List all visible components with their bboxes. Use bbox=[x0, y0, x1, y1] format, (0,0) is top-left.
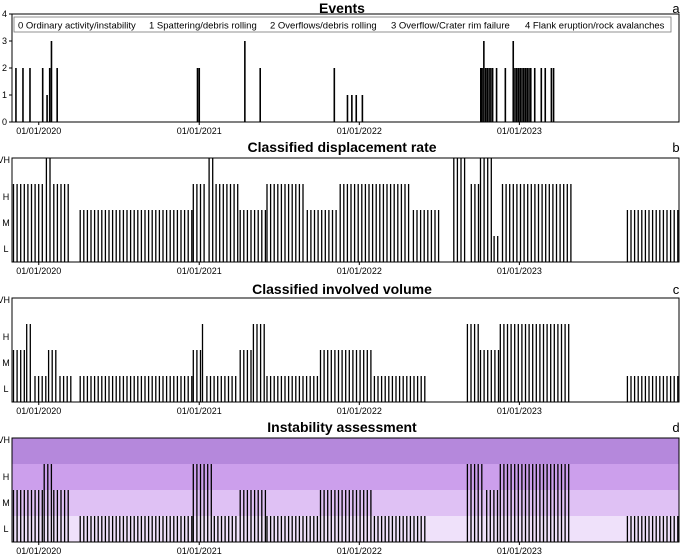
x-tick-label: 01/01/2020 bbox=[16, 406, 61, 416]
panel-b-yaxis: L M H VH bbox=[0, 155, 10, 254]
panel-events: Events a 0 Ordinary activity/instability… bbox=[2, 0, 680, 136]
legend-entry: 1 Spattering/debris rolling bbox=[149, 21, 257, 32]
x-tick-label: 01/01/2020 bbox=[16, 546, 61, 555]
y-tick-label: 2 bbox=[2, 63, 7, 73]
band-vh bbox=[12, 438, 679, 464]
y-tick-label: 4 bbox=[2, 9, 7, 19]
panel-instability: Instability assessment d L M H VH 01/01/202… bbox=[0, 419, 680, 555]
x-tick-label: 01/01/2022 bbox=[337, 406, 382, 416]
panel-a-yaxis: 0 1 2 3 4 bbox=[2, 9, 12, 127]
x-tick-label: 01/01/2021 bbox=[177, 406, 222, 416]
panel-d-yaxis: L M H VH bbox=[0, 435, 10, 534]
y-tick-label: H bbox=[3, 472, 10, 482]
panel-a-letter: a bbox=[672, 1, 680, 16]
panel-volume: Classified involved volume c L M H VH 01/01… bbox=[0, 281, 680, 416]
y-tick-label: 0 bbox=[2, 117, 7, 127]
panel-a-title: Events bbox=[319, 0, 365, 16]
x-tick-label: 01/01/2023 bbox=[497, 266, 542, 276]
x-tick-label: 01/01/2023 bbox=[497, 126, 542, 136]
panel-b-frame bbox=[11, 157, 680, 263]
panel-b-bars bbox=[12, 158, 679, 262]
y-tick-label: M bbox=[2, 218, 10, 228]
y-tick-label: H bbox=[3, 332, 10, 342]
panel-b-xaxis: 01/01/2020 01/01/2021 01/01/2022 01/01/2023 bbox=[16, 262, 542, 276]
y-tick-label: 1 bbox=[2, 90, 7, 100]
panel-b-title: Classified displacement rate bbox=[247, 139, 436, 155]
x-tick-label: 01/01/2021 bbox=[177, 126, 222, 136]
y-tick-label: L bbox=[3, 384, 8, 394]
x-tick-label: 01/01/2022 bbox=[337, 126, 382, 136]
panel-a-bars bbox=[15, 41, 555, 122]
x-tick-label: 01/01/2021 bbox=[177, 546, 222, 555]
x-tick-label: 01/01/2022 bbox=[337, 546, 382, 555]
x-tick-label: 01/01/2020 bbox=[16, 126, 61, 136]
legend-entry: 3 Overflow/Crater rim failure bbox=[391, 21, 510, 32]
panel-d-xaxis: 01/01/2020 01/01/2021 01/01/2022 01/01/2023 bbox=[16, 542, 542, 555]
y-tick-label: H bbox=[3, 192, 10, 202]
panel-a-xaxis: 01/01/2020 01/01/2021 01/01/2022 01/01/2023 bbox=[16, 122, 542, 136]
x-tick-label: 01/01/2023 bbox=[497, 406, 542, 416]
y-tick-label: 3 bbox=[2, 36, 7, 46]
x-tick-label: 01/01/2020 bbox=[16, 266, 61, 276]
band-h bbox=[12, 464, 679, 490]
legend-entry: 2 Overflows/debris rolling bbox=[270, 21, 377, 32]
panel-c-letter: c bbox=[673, 282, 680, 297]
x-tick-label: 01/01/2021 bbox=[177, 266, 222, 276]
legend-entry: 4 Flank eruption/rock avalanches bbox=[525, 21, 665, 32]
panel-a-legend: 0 Ordinary activity/instability 1 Spatter… bbox=[13, 16, 672, 33]
panel-c-bars bbox=[12, 324, 679, 402]
panel-d-bars bbox=[12, 464, 679, 542]
y-tick-label: L bbox=[3, 244, 8, 254]
panel-d-title: Instability assessment bbox=[267, 419, 417, 435]
panel-b-letter: b bbox=[672, 140, 679, 155]
x-tick-label: 01/01/2022 bbox=[337, 266, 382, 276]
y-tick-label: VH bbox=[0, 295, 10, 305]
legend-box bbox=[13, 16, 672, 33]
x-tick-label: 01/01/2023 bbox=[497, 546, 542, 555]
y-tick-label: M bbox=[2, 498, 10, 508]
legend-entry: 0 Ordinary activity/instability bbox=[18, 21, 136, 32]
panel-displacement: Classified displacement rate b L M H VH 01/… bbox=[0, 139, 680, 276]
y-tick-label: VH bbox=[0, 155, 10, 165]
panel-c-yaxis: L M H VH bbox=[0, 295, 10, 394]
panel-c-xaxis: 01/01/2020 01/01/2021 01/01/2022 01/01/2023 bbox=[16, 402, 542, 416]
panel-d-letter: d bbox=[672, 420, 679, 435]
y-tick-label: VH bbox=[0, 435, 10, 445]
panel-c-title: Classified involved volume bbox=[252, 281, 432, 297]
y-tick-label: M bbox=[2, 358, 10, 368]
y-tick-label: L bbox=[3, 524, 8, 534]
